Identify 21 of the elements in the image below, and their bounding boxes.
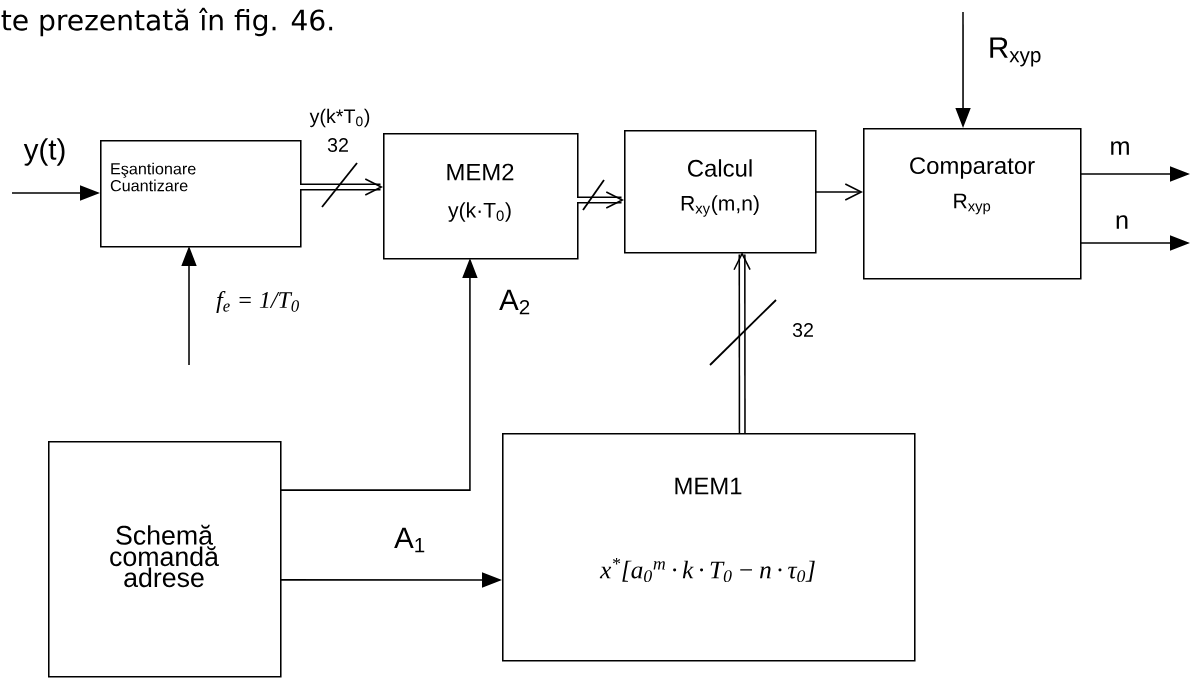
edge-label: A$_{1}$ xyxy=(394,527,425,553)
bus-width-label: 32 xyxy=(792,323,813,337)
block-box: Schemă comandă adrese xyxy=(48,441,282,678)
edge-label: y(k*T$_{0}$) xyxy=(309,108,370,128)
block-box: Eşantionare Cuantizare xyxy=(100,140,302,248)
arrow xyxy=(733,252,751,433)
edge-label: R$_{xyp}$ xyxy=(990,37,1041,67)
block-box: MEM1 x$^{*}$[a$_{0}$$^{m}$ · k · T$_{0}$ − n · τ$_{0}$] xyxy=(502,433,916,662)
block-box: Comparator R$_{xyp}$ xyxy=(863,128,1082,280)
arrow xyxy=(577,191,624,209)
edge-label: f$_{e}$ = 1/T$_{0}$ xyxy=(216,291,299,313)
bus-width-label: 32 xyxy=(327,138,348,152)
block-box: Calcul R$_{xy}$(m,n) xyxy=(624,130,817,254)
edge-label: A$_{2}$ xyxy=(499,289,530,315)
edge-label: y(t) xyxy=(23,138,65,166)
edge-label: n xyxy=(1116,215,1128,229)
arrow xyxy=(300,178,383,196)
block-box: MEM2 y(k·T$_{0}$) xyxy=(383,133,579,260)
text-fragment: te prezentată în fig. 46. xyxy=(1,7,333,37)
edge-label: m xyxy=(1111,141,1129,155)
arrow xyxy=(814,183,863,201)
